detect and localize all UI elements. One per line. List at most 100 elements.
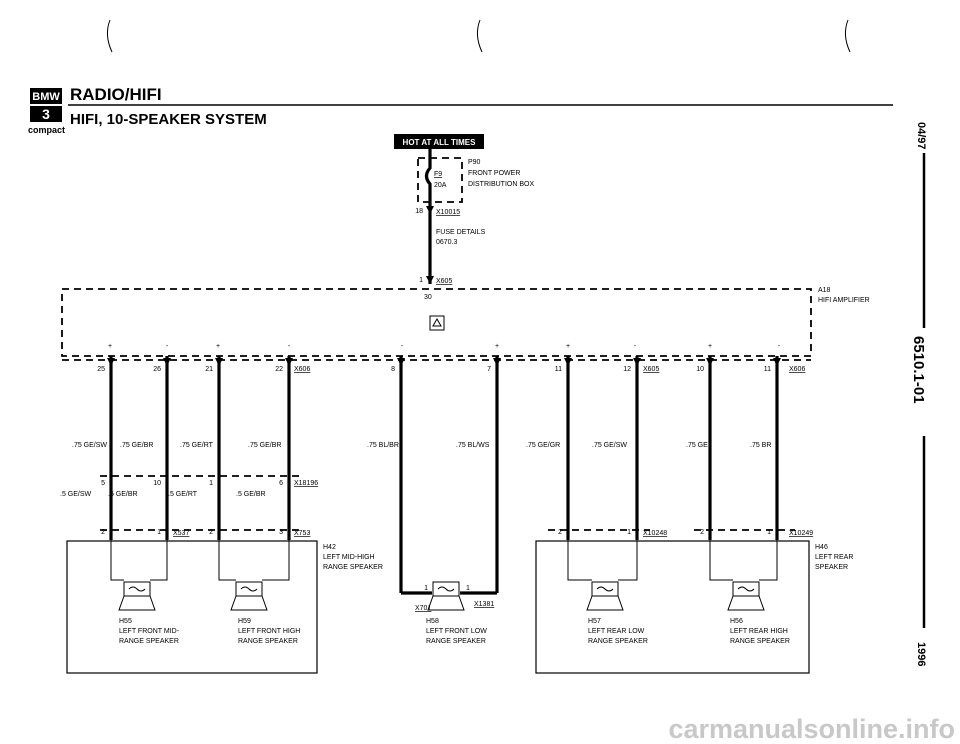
h59-name-1: LEFT FRONT HIGH [238, 628, 300, 635]
polarity-labels: +-+--++-+- [108, 343, 781, 350]
h59-speaker-icon-coil [240, 586, 258, 592]
amplifier-symbol [429, 315, 445, 331]
wire-color-3: .75 GE/RT [180, 442, 214, 449]
conn2-id: X605 [436, 278, 452, 285]
hot-badge [394, 134, 484, 149]
h55-speaker-icon-coil [128, 586, 146, 592]
polarity-8: - [634, 343, 637, 350]
amplifier: A18 HIFI AMPLIFIER +-+--++-+- [61, 287, 870, 357]
speaker-left-front-low: H58 LEFT FRONT LOW RANGE SPEAKER [426, 618, 487, 645]
amp-pin-5: 8 [391, 366, 395, 373]
wire-color2-1: .5 GE/SW [60, 491, 92, 498]
h58-speaker-icon-cone [427, 595, 465, 611]
h59-name-2: RANGE SPEAKER [238, 638, 298, 645]
h58-pin-1: 1 [424, 585, 428, 592]
amp-pin: 30 [424, 294, 432, 301]
polarity-4: - [288, 343, 291, 350]
fuse-details-1: FUSE DETAILS [436, 229, 486, 236]
hot-label: HOT AT ALL TIMES [403, 138, 477, 147]
amp-pin-1: 25 [97, 366, 105, 373]
spk-pin-4: 3 [279, 529, 283, 536]
h59-speaker-icon-cone [230, 595, 268, 611]
speaker-lead-2 [150, 540, 168, 581]
box-name-1: FRONT POWER [468, 170, 520, 177]
h55-speaker-icon-cone [118, 595, 156, 611]
connector-pin-symbol [426, 206, 434, 214]
spk-pin-2: 1 [157, 529, 161, 536]
bmw-logo-top [30, 88, 62, 104]
wire-color2-4: .5 GE/BR [236, 491, 266, 498]
polarity-2: - [166, 343, 169, 350]
connector-x753: X753 [294, 530, 310, 537]
h56-speaker-icon-coil [737, 586, 755, 592]
h56-name-2: RANGE SPEAKER [730, 638, 790, 645]
wire-color-5: .75 BL/BR [367, 442, 399, 449]
h56-id: H56 [730, 618, 743, 625]
model-logo [30, 106, 62, 122]
fuse-details-2: 0670.3 [436, 239, 458, 246]
h58-name-2: RANGE SPEAKER [426, 638, 486, 645]
speaker-lead-6 [618, 540, 638, 581]
wire-color-7: .75 GE/GR [526, 442, 560, 449]
spk-pin-9: 2 [700, 529, 704, 536]
connector-labels: X606 X605 X606 X18196 X537 X753 X10248 X… [173, 366, 813, 612]
h58-speaker-icon-coil [437, 586, 455, 592]
polarity-5: - [401, 343, 404, 350]
conn1-pin: 18 [415, 208, 423, 215]
h57-speaker-icon-cone [586, 595, 624, 611]
speaker-lead-5 [567, 540, 592, 581]
h42-name-1: LEFT MID-HIGH [323, 554, 375, 561]
h58-name-1: LEFT FRONT LOW [426, 628, 487, 635]
right-margin: 04/97 6510.1-01 1996 [910, 122, 927, 666]
h56-speaker-icon-cone [727, 595, 765, 611]
polarity-10: - [778, 343, 781, 350]
speaker-lead-1 [110, 540, 124, 581]
polarity-1: + [108, 343, 112, 350]
polarity-7: + [566, 343, 570, 350]
speaker-lead-3 [218, 540, 236, 581]
wire-color-10: .75 BR [750, 442, 771, 449]
page-subtitle: HIFI, 10-SPEAKER SYSTEM [70, 111, 267, 128]
fuse-symbol [424, 158, 432, 202]
wire-color-6: .75 BL/WS [456, 442, 490, 449]
spk-pin-1: 2 [101, 529, 105, 536]
amp-pin-10: 11 [764, 366, 771, 373]
amp-pin-4: 22 [275, 366, 283, 373]
spk-pin-8: 1 [627, 529, 631, 536]
header: BMW 3 compact RADIO/HIFI HIFI, 10-SPEAKE… [28, 85, 893, 135]
h57-id: H57 [588, 618, 601, 625]
wire-color2-3: .5 GE/RT [168, 491, 198, 498]
h57-name-2: RANGE SPEAKER [588, 638, 648, 645]
amplifier-box [61, 288, 812, 357]
connector-x10249: X10249 [789, 530, 813, 537]
speaker-left-rear: H46 LEFT REAR SPEAKER H57 LEFT REAR LOW … [535, 540, 853, 674]
h58-pin-2: 1 [466, 585, 470, 592]
connector-x10248: X10248 [643, 530, 667, 537]
h59-id: H59 [238, 618, 251, 625]
fuse-rating: 20A [434, 182, 447, 189]
spk-pin-3: 2 [209, 529, 213, 536]
speaker-housing-h46 [535, 540, 810, 674]
connector-x701: X701 [415, 605, 431, 612]
speaker-lead-7 [709, 540, 733, 581]
wire-color-2: .75 GE/BR [120, 442, 153, 449]
year: 1996 [915, 642, 927, 666]
wire-color-4: .75 GE/BR [248, 442, 281, 449]
watermark: carmanualsonline.info [668, 714, 955, 744]
conn2-pin: 1 [419, 277, 423, 284]
connector-x606a: X606 [294, 366, 310, 373]
page-title: RADIO/HIFI [70, 85, 162, 104]
speaker-lead-4 [262, 540, 290, 581]
h42-name-2: RANGE SPEAKER [323, 564, 383, 571]
amp-pin-8: 12 [623, 366, 631, 373]
amp-pin-2: 26 [153, 366, 161, 373]
h56-name-1: LEFT REAR HIGH [730, 628, 788, 635]
amp-pin-3: 21 [205, 366, 213, 373]
page-number: 6510.1-01 [910, 336, 927, 404]
date-code: 04/97 [915, 122, 927, 150]
conn-pin-3: 1 [209, 480, 213, 487]
speaker-housing-h42 [66, 540, 318, 674]
amp-pin-7: 11 [555, 366, 562, 373]
